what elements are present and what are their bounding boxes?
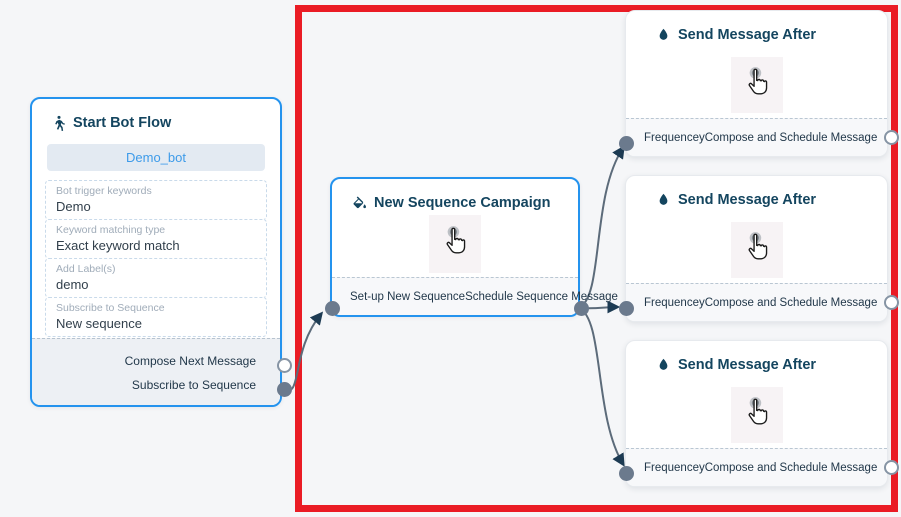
node-send-message-after-1[interactable]: Send Message After Frequencey Compose an… [619, 10, 900, 157]
hand-cursor-icon [748, 397, 767, 425]
port-compose-schedule-label: Compose and Schedule Message [704, 461, 878, 474]
output-compose-next-message: Compose Next Message [124, 354, 256, 368]
field-value: Exact keyword match [56, 238, 180, 253]
field-add-labels[interactable]: Add Label(s) demo [45, 258, 267, 298]
water-drop-icon [659, 193, 668, 205]
send-node-header: Send Message After [626, 176, 887, 214]
sequence-node-title: New Sequence Campaign [374, 194, 551, 211]
paint-bucket-icon [353, 196, 367, 209]
walking-person-icon [55, 115, 65, 131]
handle-frequency[interactable] [619, 301, 634, 316]
send-node-header: Send Message After [626, 341, 887, 379]
handle-compose-and-schedule[interactable] [884, 295, 900, 310]
sequence-node-header: New Sequence Campaign [332, 179, 578, 217]
field-label: Bot trigger keywords [56, 185, 152, 197]
field-subscribe-to-sequence[interactable]: Subscribe to Sequence New sequence [45, 297, 267, 337]
send-node-title: Send Message After [678, 356, 817, 373]
output-subscribe-to-sequence: Subscribe to Sequence [131, 378, 256, 392]
handle-subscribe-to-sequence[interactable] [277, 382, 292, 397]
node-send-message-after-3[interactable]: Send Message After Frequencey Compose an… [619, 340, 900, 487]
node-new-sequence-campaign[interactable]: New Sequence Campaign Set-up New Sequenc… [325, 177, 618, 317]
water-drop-icon [659, 28, 668, 40]
send-node-title: Send Message After [678, 191, 817, 208]
hand-cursor-icon [446, 226, 466, 254]
handle-frequency[interactable] [619, 136, 634, 151]
field-value: demo [56, 277, 89, 292]
highlight-rectangle [295, 5, 898, 512]
water-drop-icon [659, 358, 668, 370]
field-value: New sequence [56, 316, 142, 331]
send-node-preview[interactable] [730, 387, 783, 443]
port-frequency-label: Frequencey [644, 461, 705, 474]
send-node-footer: Frequencey Compose and Schedule Message [626, 283, 900, 321]
field-keyword-matching-type[interactable]: Keyword matching type Exact keyword matc… [45, 219, 267, 259]
send-node-footer: Frequencey Compose and Schedule Message [626, 118, 900, 156]
port-compose-schedule-label: Compose and Schedule Message [704, 131, 878, 144]
bot-name-button[interactable]: Demo_bot [47, 144, 265, 171]
port-frequency-label: Frequencey [644, 131, 705, 144]
handle-setup-new-sequence[interactable] [325, 301, 340, 316]
send-node-preview[interactable] [730, 57, 783, 113]
handle-compose-and-schedule[interactable] [884, 130, 900, 145]
node-start-bot-flow[interactable]: Start Bot Flow Demo_bot Bot trigger keyw… [30, 97, 292, 407]
port-schedule-sequence-message-label: Schedule Sequence Message [465, 290, 618, 303]
field-bot-trigger-keywords[interactable]: Bot trigger keywords Demo [45, 180, 267, 220]
field-label: Add Label(s) [56, 263, 116, 275]
hand-cursor-icon [748, 232, 767, 260]
handle-compose-and-schedule[interactable] [884, 460, 900, 475]
send-node-preview[interactable] [730, 222, 783, 278]
handle-compose-next-message[interactable] [277, 358, 292, 373]
port-setup-new-sequence-label: Set-up New Sequence [350, 290, 466, 303]
node-send-message-after-2[interactable]: Send Message After Frequencey Compose an… [619, 175, 900, 322]
start-node-title: Start Bot Flow [73, 115, 172, 131]
handle-schedule-sequence-message[interactable] [574, 301, 589, 316]
sequence-node-footer: Set-up New Sequence Schedule Sequence Me… [332, 277, 618, 315]
port-frequency-label: Frequencey [644, 296, 705, 309]
hand-cursor-icon [748, 67, 767, 95]
handle-frequency[interactable] [619, 466, 634, 481]
field-label: Subscribe to Sequence [56, 302, 165, 314]
field-label: Keyword matching type [56, 224, 166, 236]
port-compose-schedule-label: Compose and Schedule Message [704, 296, 878, 309]
send-node-title: Send Message After [678, 26, 817, 43]
send-node-header: Send Message After [626, 11, 887, 49]
start-node-footer: Compose Next Message Subscribe to Sequen… [32, 338, 280, 405]
start-node-header: Start Bot Flow [32, 99, 280, 138]
sequence-node-preview[interactable] [429, 215, 481, 273]
field-value: Demo [56, 199, 91, 214]
send-node-footer: Frequencey Compose and Schedule Message [626, 448, 900, 486]
start-node-fields: Bot trigger keywords Demo Keyword matchi… [45, 180, 267, 337]
